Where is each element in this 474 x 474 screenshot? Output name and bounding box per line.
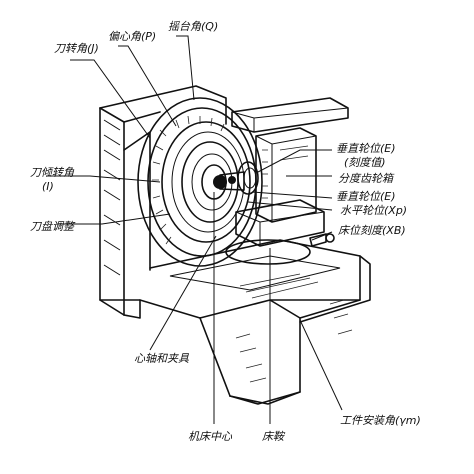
label-eccentric-angle: 偏心角(P)	[108, 30, 156, 43]
label-cutter-head: 刀盘调整	[30, 220, 76, 233]
label-tool-tilt-angle-sub: (I)	[42, 180, 54, 193]
work-head	[225, 97, 349, 265]
label-vertical-wheel-pos-sub: (刻度值)	[344, 156, 386, 169]
labels: 刀转角(J) 偏心角(P) 摇台角(Q) 垂直轮位(E) (刻度值) 分度齿轮箱…	[30, 20, 421, 443]
label-horizontal-wheel-pos: 水平轮位(Xp)	[340, 204, 407, 217]
label-index-box: 分度齿轮箱	[338, 172, 395, 185]
machine-bed	[139, 239, 371, 405]
machine-column	[99, 85, 227, 319]
label-work-mount-angle: 工件安装角(γm)	[340, 414, 421, 427]
label-vertical-wheel-pos-2: 垂直轮位(E)	[336, 190, 396, 203]
label-spindle-fixture: 心轴和夹具	[134, 352, 190, 365]
leader-lines	[46, 35, 343, 424]
label-tool-tilt-angle: 刀倾转角	[30, 166, 75, 179]
label-vertical-wheel-pos: 垂直轮位(E)	[336, 142, 396, 155]
label-bed-position: 床位刻度(XB)	[338, 224, 406, 237]
label-machine-center: 机床中心	[188, 430, 233, 443]
label-tool-angle: 刀转角(J)	[54, 42, 99, 55]
label-bed: 床鞍	[262, 430, 286, 443]
label-swing-angle: 摇台角(Q)	[168, 20, 218, 33]
